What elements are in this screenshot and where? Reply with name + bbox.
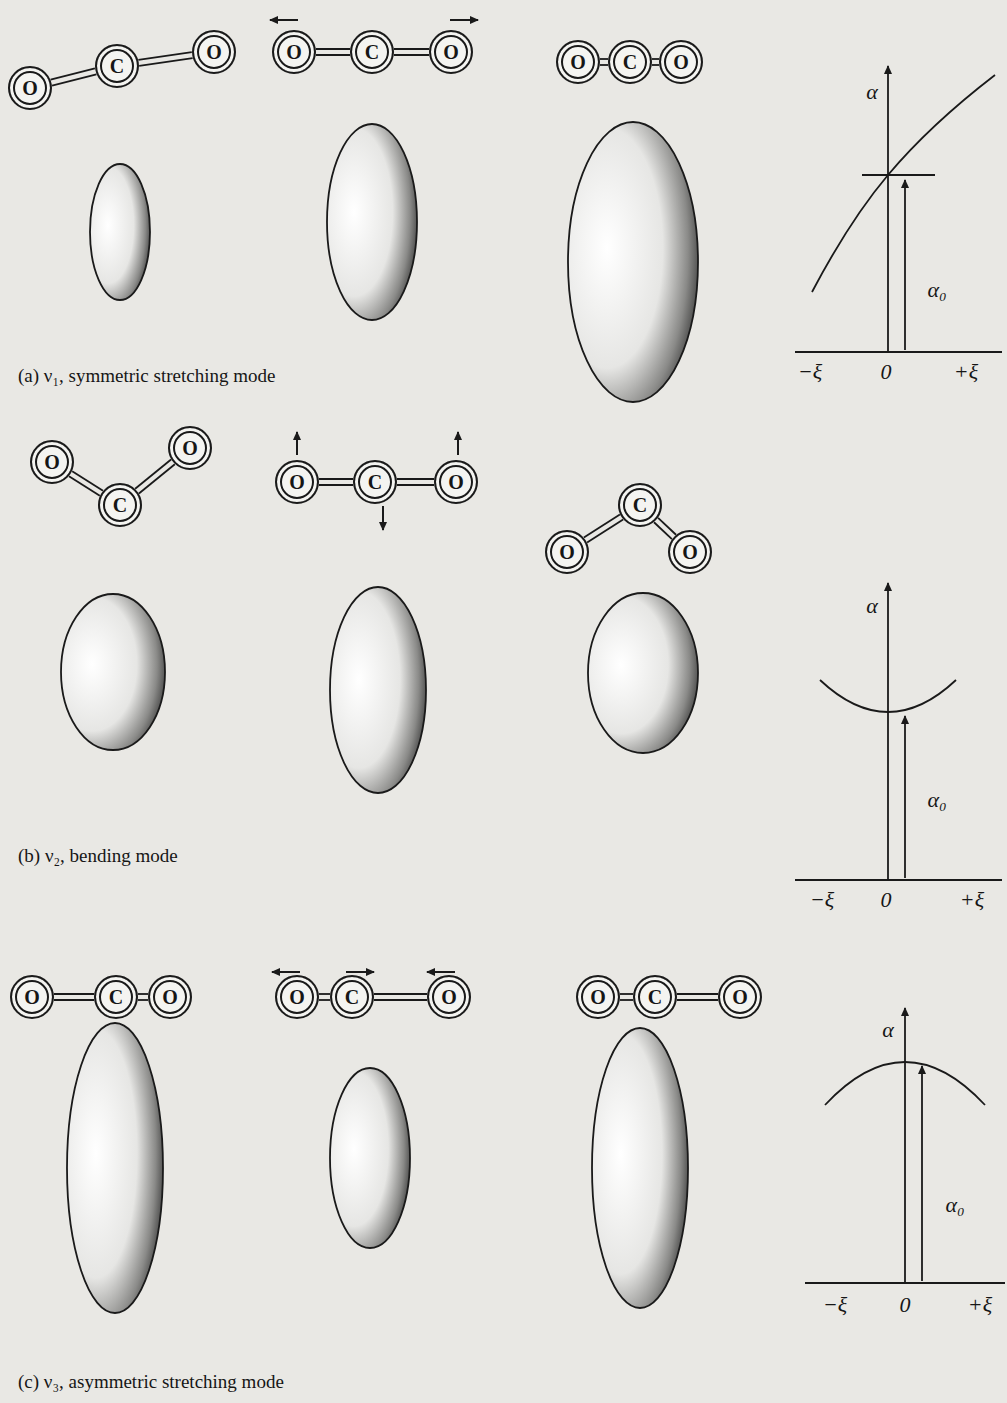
- double-bond: [394, 49, 429, 55]
- atom-circle: O: [275, 975, 319, 1019]
- atom-circle: O: [659, 40, 703, 84]
- atom-symbol: O: [441, 987, 457, 1007]
- atom-symbol: O: [732, 987, 748, 1007]
- double-bond: [677, 994, 718, 1000]
- polarizability-graph: [805, 1008, 1005, 1283]
- atom-symbol: O: [673, 52, 689, 72]
- double-bond: [69, 471, 103, 496]
- atom-circle: O: [576, 975, 620, 1019]
- atom-circle: O: [429, 30, 473, 74]
- double-bond: [51, 68, 97, 85]
- atom-symbol: O: [44, 452, 60, 472]
- atom-circle: C: [618, 483, 662, 527]
- atom-circle: O: [718, 975, 762, 1019]
- double-bond: [584, 514, 623, 542]
- atom-circle: O: [148, 975, 192, 1019]
- polarizability-graph: [795, 66, 1002, 352]
- atom-symbol: O: [286, 42, 302, 62]
- axis-label: +ξ: [954, 360, 978, 384]
- axis-label: 0: [881, 360, 892, 384]
- double-bond: [652, 59, 659, 65]
- double-bond: [620, 994, 633, 1000]
- axis-label: 0: [881, 888, 892, 912]
- atom-symbol: C: [648, 987, 662, 1007]
- double-bond: [319, 994, 330, 1000]
- atom-circle: O: [427, 975, 471, 1019]
- atom-circle: O: [30, 440, 74, 484]
- atom-symbol: O: [289, 987, 305, 1007]
- atom-circle: O: [668, 530, 712, 574]
- atom-symbol: C: [345, 987, 359, 1007]
- atom-symbol: O: [682, 542, 698, 562]
- atom-circle: C: [94, 975, 138, 1019]
- axis-label: α₀: [927, 788, 946, 812]
- atom-circle: C: [608, 40, 652, 84]
- atom-symbol: C: [633, 495, 647, 515]
- atom-circle: O: [275, 460, 319, 504]
- double-bond: [135, 460, 175, 494]
- figure-caption: (a) ν₁, symmetric stretching mode: [18, 366, 275, 387]
- axis-label: −ξ: [823, 1293, 847, 1317]
- atom-circle: C: [98, 483, 142, 527]
- atom-circle: O: [192, 30, 236, 74]
- atom-symbol: O: [570, 52, 586, 72]
- atom-symbol: C: [368, 472, 382, 492]
- atom-symbol: O: [289, 472, 305, 492]
- axis-label: α: [866, 594, 878, 618]
- atom-symbol: O: [206, 42, 222, 62]
- axis-label: α₀: [927, 278, 946, 302]
- atom-circle: O: [168, 426, 212, 470]
- atom-symbol: O: [559, 542, 575, 562]
- atom-circle: C: [350, 30, 394, 74]
- axis-label: +ξ: [968, 1293, 992, 1317]
- axis-label: −ξ: [810, 888, 834, 912]
- double-bond: [54, 994, 94, 1000]
- double-bond: [374, 994, 427, 1000]
- axis-label: α: [866, 80, 878, 104]
- atom-symbol: O: [443, 42, 459, 62]
- atom-symbol: O: [590, 987, 606, 1007]
- atom-symbol: O: [22, 78, 38, 98]
- double-bond: [600, 59, 608, 65]
- double-bond: [397, 479, 434, 485]
- atom-circle: C: [633, 975, 677, 1019]
- atom-circle: O: [10, 975, 54, 1019]
- double-bond: [138, 52, 192, 66]
- atom-symbol: C: [623, 52, 637, 72]
- atom-circle: O: [556, 40, 600, 84]
- atom-circle: C: [353, 460, 397, 504]
- axis-label: α: [882, 1018, 894, 1042]
- polarizability-ellipsoid: [61, 122, 698, 1313]
- atom-symbol: C: [365, 42, 379, 62]
- atom-circle: O: [545, 530, 589, 574]
- atom-symbol: O: [24, 987, 40, 1007]
- atom-symbol: C: [109, 987, 123, 1007]
- atom-symbol: O: [162, 987, 178, 1007]
- figure-caption: (b) ν₂, bending mode: [18, 846, 178, 867]
- double-bond: [654, 518, 676, 539]
- double-bond: [319, 479, 353, 485]
- axis-label: −ξ: [798, 360, 822, 384]
- double-bond: [138, 994, 148, 1000]
- axis-label: +ξ: [960, 888, 984, 912]
- axis-label: α₀: [945, 1193, 964, 1217]
- axis-label: 0: [900, 1293, 911, 1317]
- double-bond: [316, 49, 350, 55]
- atom-circle: O: [8, 66, 52, 110]
- motion-arrow: [270, 20, 478, 972]
- atom-symbol: O: [448, 472, 464, 492]
- atom-circle: C: [330, 975, 374, 1019]
- atom-circle: O: [272, 30, 316, 74]
- atom-symbol: C: [113, 495, 127, 515]
- atom-symbol: O: [182, 438, 198, 458]
- atom-symbol: C: [110, 56, 124, 76]
- polarizability-graph: [795, 583, 1002, 880]
- atom-circle: O: [434, 460, 478, 504]
- atom-circle: C: [95, 44, 139, 88]
- figure-caption: (c) ν₃, asymmetric stretching mode: [18, 1372, 284, 1393]
